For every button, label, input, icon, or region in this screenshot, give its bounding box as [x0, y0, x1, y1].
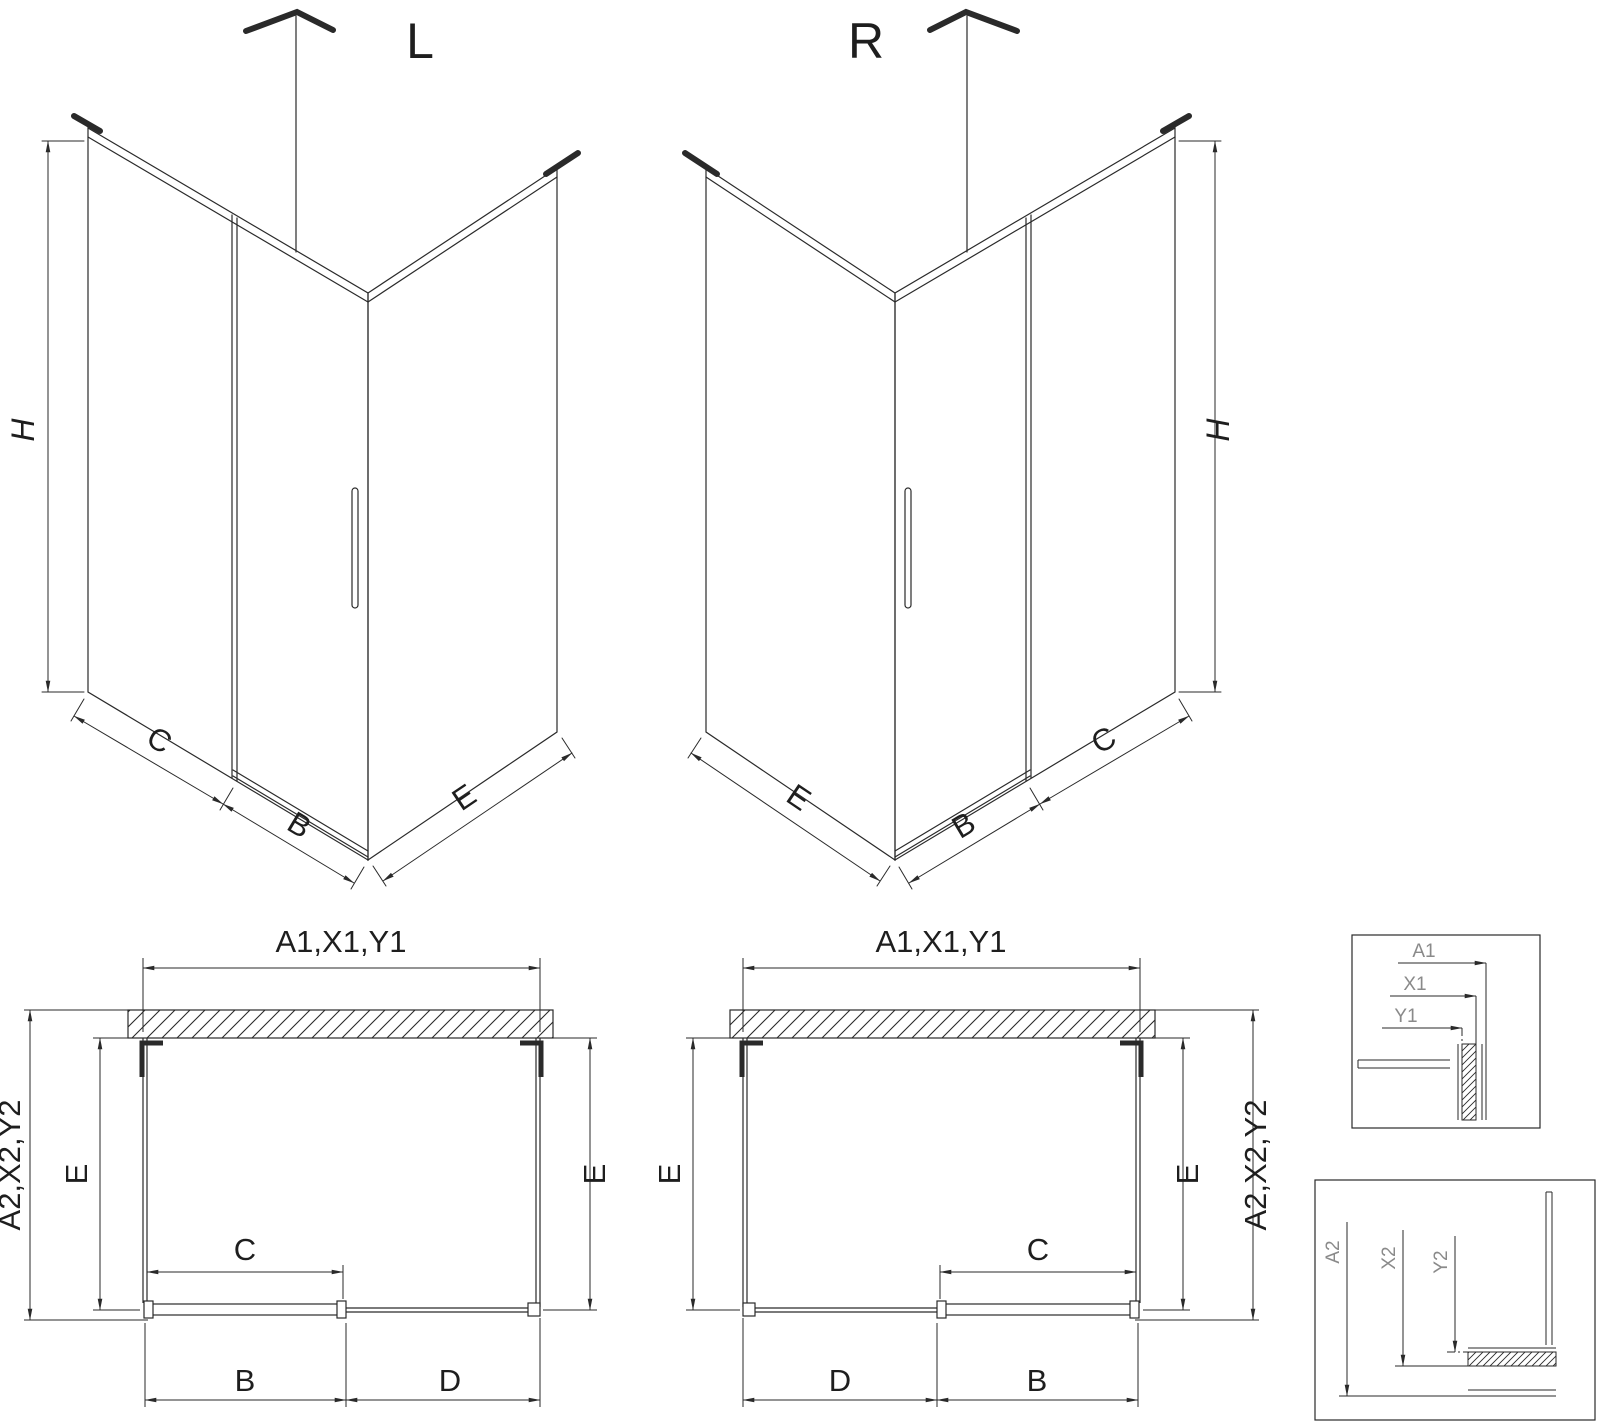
- wall-section-hatched: [729, 1009, 1156, 1039]
- dim-label-c: C: [141, 719, 178, 761]
- detail-label-y2: Y2: [1431, 1250, 1452, 1273]
- dim-label-a2x2y2: A2,X2,Y2: [0, 1100, 27, 1231]
- plan-left-dimensions: [24, 958, 597, 1407]
- dim-label-e-left: E: [59, 1164, 94, 1185]
- detail-frame: [1314, 1179, 1596, 1421]
- ceiling-bracket: [927, 8, 1020, 34]
- dim-label-a2x2y2: A2,X2,Y2: [1238, 1100, 1273, 1231]
- wall-bracket-right: [1160, 113, 1192, 134]
- wall-section-hatched: [127, 1009, 554, 1039]
- detail-a1x1y1: [1351, 934, 1541, 1129]
- dim-label-c: C: [1027, 1232, 1049, 1267]
- dim-label-a1x1y1: A1,X1,Y1: [876, 924, 1007, 959]
- door-handle: [904, 487, 912, 609]
- plan-right-dimensions: [686, 958, 1259, 1407]
- glass-panel-back-right: [894, 126, 1176, 862]
- iso-view-left: [41, 8, 581, 890]
- iso-right-dimensions: [687, 140, 1222, 890]
- labels: L H C B E R H C B E A1,X1,Y1 A2,X2,Y2 E …: [0, 13, 1452, 1398]
- iso-right-title: R: [848, 13, 884, 69]
- iso-left-dimensions: [41, 140, 576, 890]
- ceiling-bracket: [243, 8, 336, 34]
- dim-label-e-left: E: [652, 1164, 687, 1185]
- plan-view-left: [24, 958, 597, 1407]
- dim-label-c: C: [1085, 719, 1122, 761]
- iso-view-right: [682, 8, 1222, 890]
- sliding-door-plan: [939, 1303, 1137, 1316]
- wall-bracket-left: [682, 150, 720, 177]
- dim-label-e: E: [781, 777, 818, 818]
- dim-label-b: B: [235, 1363, 256, 1398]
- detail-label-a2: A2: [1323, 1240, 1344, 1263]
- wall-bracket-right: [543, 150, 581, 177]
- detail-label-x1: X1: [1403, 974, 1426, 995]
- detail-label-x2: X2: [1379, 1246, 1400, 1269]
- dim-label-d: D: [439, 1363, 461, 1398]
- dim-label-d: D: [829, 1363, 851, 1398]
- glass-profile-hatched: [1461, 1043, 1477, 1121]
- dim-line-b: [908, 803, 1041, 884]
- dim-label-e: E: [446, 777, 483, 818]
- detail-label-a1: A1: [1412, 941, 1435, 962]
- dim-line-c: [1039, 715, 1190, 805]
- sliding-door-plan: [146, 1303, 344, 1316]
- dim-label-c: C: [234, 1232, 256, 1267]
- detail-a2x2y2: [1314, 1179, 1596, 1421]
- detail-label-y1: Y1: [1394, 1006, 1417, 1027]
- dim-line-b: [222, 803, 355, 884]
- dim-line-c: [73, 715, 224, 805]
- corner-profile-left: [139, 1040, 163, 1077]
- dim-label-b: B: [1027, 1363, 1048, 1398]
- corner-profile-right: [520, 1040, 544, 1077]
- detail-frame: [1351, 934, 1541, 1129]
- door-handle: [351, 487, 359, 609]
- dim-label-e-right: E: [1170, 1164, 1205, 1185]
- glass-panel-back-left: [87, 126, 369, 862]
- plan-view-right: [686, 958, 1259, 1407]
- dim-line-e: [690, 752, 881, 882]
- dim-label-h: H: [5, 418, 41, 442]
- dim-line-e: [382, 752, 573, 882]
- glass-panel-front-left: [705, 166, 896, 862]
- glass-profile-hatched: [1467, 1351, 1557, 1367]
- dim-label-a1x1y1: A1,X1,Y1: [276, 924, 407, 959]
- dim-label-h: H: [1200, 418, 1236, 442]
- wall-bracket-left: [71, 113, 103, 134]
- dim-label-e-right: E: [577, 1164, 612, 1185]
- glass-panel-front-right: [367, 166, 558, 862]
- corner-profile-left: [739, 1040, 763, 1077]
- iso-left-title: L: [406, 13, 434, 69]
- corner-profile-right: [1120, 1040, 1144, 1077]
